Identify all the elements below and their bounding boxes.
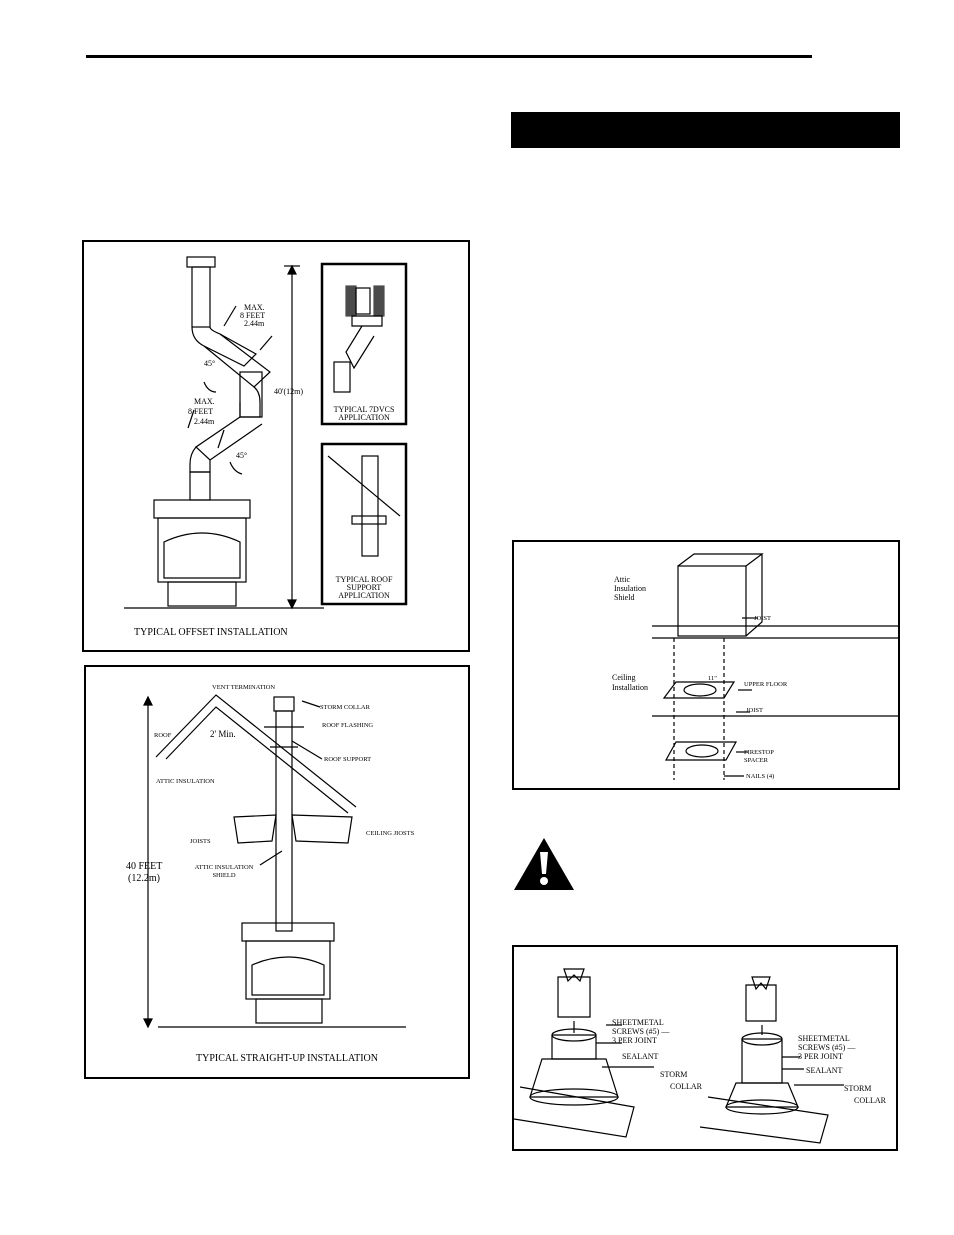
warning-triangle-icon [514, 838, 574, 890]
roof-label: ROOF [154, 732, 172, 739]
top-rule [86, 55, 812, 58]
roof-flashing-label: ROOF FLASHING [322, 722, 373, 729]
right-sealant-label: SEALANT [806, 1066, 843, 1075]
figure-storm-collar: SHEETMETAL SCREWS (#5) — 3 PER JOINT SEA… [512, 945, 898, 1151]
ceiling-installation-line-1: Ceiling [612, 673, 636, 682]
figure-offset-installation: MAX. 8 FEET 2.44m 45° MAX. 8 FEET 2.44m … [82, 240, 470, 652]
roof-support-label: ROOF SUPPORT [324, 756, 371, 763]
max-label-2-line-2: 8 FEET [188, 407, 213, 416]
angle-label-2: 45° [236, 451, 247, 460]
offset-caption: TYPICAL OFFSET INSTALLATION [134, 627, 288, 638]
inset-2-line-2: SUPPORT [347, 583, 382, 592]
left-sealant-label: SEALANT [622, 1052, 659, 1061]
firestop-line-2: SPACER [744, 757, 769, 764]
attic-shield-line-2: SHIELD [212, 872, 235, 879]
storm-collar-diagram: SHEETMETAL SCREWS (#5) — 3 PER JOINT SEA… [514, 968, 887, 1144]
straight-height-line-1: 40 FEET [126, 861, 162, 872]
min-clearance-label: 2' Min. [210, 729, 236, 739]
ceiling-joists-label: CEILING JIOSTS [366, 830, 415, 837]
offset-height-label: 40'(12m) [274, 387, 303, 396]
inset-2-line-1: TYPICAL ROOF [336, 575, 393, 584]
angle-label-1: 45° [204, 359, 215, 368]
max-label-1-line-2: 8 FEET [240, 311, 265, 320]
inset-1-line-2: APPLICATION [338, 413, 390, 422]
max-label-2-line-1: MAX. [194, 397, 215, 406]
right-collar-label: COLLAR [854, 1096, 887, 1105]
right-screws-line-3: 3 PER JOINT [798, 1052, 843, 1061]
figure-straight-up-installation: VENT TERMINATION STORM COLLAR ROOF FLASH… [84, 665, 470, 1079]
max-label-1-line-3: 2.44m [244, 319, 265, 328]
ceiling-installation-diagram: Attic Insulation Shield JOIST Ceiling In… [612, 553, 900, 780]
left-storm-label: STORM [660, 1070, 687, 1079]
joist-mid-label: JOIST [746, 707, 763, 714]
inset-2-line-3: APPLICATION [338, 591, 390, 600]
attic-shield-line-1: Attic [614, 575, 630, 584]
firestop-line-1: FIRESTOP [744, 749, 774, 756]
attic-insulation-label: ATTIC INSULATION [156, 778, 215, 785]
attic-shield-line-1: ATTIC INSULATION [195, 864, 254, 871]
offset-installation-diagram: MAX. 8 FEET 2.44m 45° MAX. 8 FEET 2.44m … [124, 256, 408, 638]
left-collar-label: COLLAR [670, 1082, 703, 1091]
left-screws-line-3: 3 PER JOINT [612, 1036, 657, 1045]
max-label-1-line-1: MAX. [244, 303, 265, 312]
inset-1-line-1: TYPICAL 7DVCS [334, 405, 395, 414]
figure-ceiling-installation: Attic Insulation Shield JOIST Ceiling In… [512, 540, 900, 790]
left-screws-line-1: SHEETMETAL [612, 1018, 664, 1027]
nails-label: NAILS (4) [746, 773, 774, 780]
straight-height-line-2: (12.2m) [128, 873, 160, 884]
joists-label: JOISTS [190, 838, 211, 845]
attic-shield-line-3: Shield [614, 593, 634, 602]
attic-shield-line-2: Insulation [614, 584, 646, 593]
left-screws-line-2: SCREWS (#5) — [612, 1027, 670, 1036]
section-header-bar [511, 112, 900, 148]
joist-top-label: JOIST [754, 615, 771, 622]
vent-termination-label: VENT TERMINATION [212, 684, 275, 691]
upper-floor-label: UPPER FLOOR [744, 681, 788, 688]
dimension-label: 11" [708, 675, 717, 682]
max-label-2-line-3: 2.44m [194, 417, 215, 426]
straight-up-installation-diagram: VENT TERMINATION STORM COLLAR ROOF FLASH… [126, 684, 415, 1064]
straight-caption: TYPICAL STRAIGHT-UP INSTALLATION [196, 1053, 378, 1064]
storm-collar-label: STORM COLLAR [320, 704, 371, 711]
ceiling-installation-line-2: Installation [612, 683, 648, 692]
right-screws-line-2: SCREWS (#5) — [798, 1043, 856, 1052]
right-storm-label: STORM [844, 1084, 871, 1093]
right-screws-line-1: SHEETMETAL [798, 1034, 850, 1043]
